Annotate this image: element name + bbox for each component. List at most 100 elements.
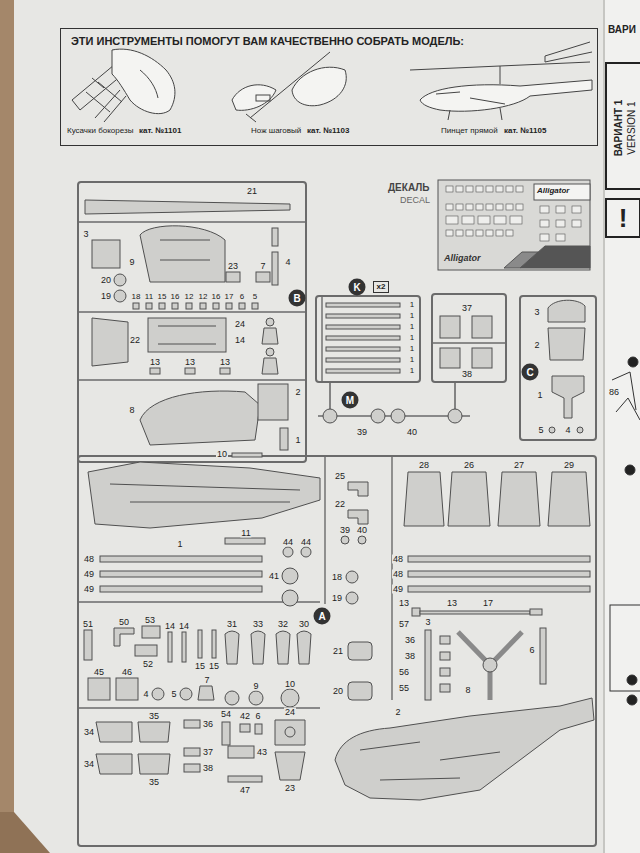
plastic-part [412, 608, 420, 616]
plastic-part [184, 764, 200, 772]
callout-number: 49 [392, 585, 404, 594]
decal-sheet [456, 230, 463, 236]
node-text: кат. №1103 [307, 127, 349, 136]
decal-sheet [486, 186, 493, 192]
plastic-part [472, 348, 492, 368]
plastic-part [255, 724, 262, 734]
plastic-part [116, 678, 138, 700]
plastic-part [281, 689, 299, 707]
plastic-part [150, 368, 160, 374]
plastic-part [184, 720, 200, 728]
plastic-part [548, 328, 585, 360]
callout-number: 44 [300, 538, 312, 547]
plastic-part [228, 746, 254, 758]
decal-sheet [494, 216, 506, 224]
node-text: Пинцет прямой [441, 127, 498, 136]
plastic-part [226, 272, 240, 282]
callout-number: 22 [129, 336, 141, 345]
callout-number: 21 [332, 647, 344, 656]
tools-box: ЭТИ ИНСТРУМЕНТЫ ПОМОГУТ ВАМ КАЧЕСТВЕННО … [60, 28, 598, 146]
plastic-part [549, 427, 555, 433]
plastic-part [577, 427, 583, 433]
plastic-part [348, 682, 372, 700]
plastic-part [226, 303, 232, 309]
callout-number: 35 [148, 712, 160, 721]
callout-number: 20 [332, 687, 344, 696]
callout-number: 17 [224, 293, 235, 301]
callout-number: 40 [406, 428, 418, 437]
sprue-frame [78, 222, 306, 380]
plastic-part [301, 547, 311, 557]
tool-illustration [232, 85, 276, 111]
plastic-part [282, 568, 298, 584]
decal-sheet [510, 216, 522, 224]
plastic-part [212, 630, 216, 658]
callout-number: 20 [100, 276, 112, 285]
decal-sheet [486, 204, 493, 210]
callout-number: 1 [409, 323, 415, 331]
callout-number: 35 [148, 778, 160, 787]
callout-number: 54 [220, 710, 232, 719]
callout-number: 44 [282, 538, 294, 547]
callout-number: 50 [118, 618, 130, 627]
sprue-letter: M [341, 391, 359, 409]
callout-number: 9 [128, 258, 135, 267]
sprue-letter-text: A [318, 611, 325, 622]
plastic-part [540, 628, 546, 684]
callout-number: 15 [157, 293, 168, 301]
next-page-figure [627, 675, 637, 685]
decal-sheet [476, 204, 483, 210]
plastic-part [258, 384, 288, 420]
plastic-part [158, 326, 216, 344]
callout-number: 4 [142, 690, 149, 699]
decal-sheet [476, 186, 483, 192]
callout-number: 5 [170, 690, 177, 699]
callout-number: 12 [184, 293, 195, 301]
callout-number: 42 [239, 712, 251, 721]
plastic-part [440, 636, 450, 644]
plastic-part [146, 303, 152, 309]
plastic-part [285, 727, 295, 737]
callout-number: 1 [409, 345, 415, 353]
plastic-part [133, 303, 139, 309]
callout-number: 16 [211, 293, 222, 301]
node-text: Кусачки бокорезы [67, 127, 133, 136]
plastic-part [266, 348, 274, 356]
callout-number: 26 [463, 461, 475, 470]
callout-number: 1 [409, 367, 415, 375]
plastic-part [200, 303, 206, 309]
callout-number: 3 [424, 618, 431, 627]
plastic-part [335, 698, 594, 800]
plastic-part [228, 776, 262, 782]
decal-sheet [516, 204, 523, 210]
plastic-part [172, 303, 178, 309]
callout-number: 24 [234, 320, 246, 329]
callout-number: 33 [252, 620, 264, 629]
callout-number: 10 [284, 680, 296, 689]
node-text: VERSION 1 [626, 101, 637, 154]
sprue-letter-circle [314, 608, 331, 625]
callout-number: 5 [537, 426, 544, 435]
node-text: Нож шаговый [251, 127, 301, 136]
callout-number: 38 [404, 652, 416, 661]
plastic-part [408, 571, 590, 577]
decal-sheet [476, 230, 483, 236]
plastic-part [240, 724, 250, 732]
plastic-part [85, 200, 290, 214]
plastic-part [168, 632, 172, 662]
plastic-part [275, 752, 305, 780]
sprue-frame [432, 294, 506, 382]
next-page-figure [610, 605, 640, 691]
callout-number: 1 [409, 334, 415, 342]
callout-number: 31 [226, 620, 238, 629]
decal-sheet [540, 220, 549, 227]
callout-number: 13 [149, 358, 161, 367]
plastic-part [251, 631, 265, 664]
plastic-part [326, 325, 400, 329]
decal-sheet [516, 186, 523, 192]
plastic-part [222, 722, 230, 745]
sprue-frame [520, 296, 596, 440]
callout-number: 10 [216, 450, 228, 459]
decal-sheet [446, 230, 453, 236]
decal-sheet [506, 204, 513, 210]
